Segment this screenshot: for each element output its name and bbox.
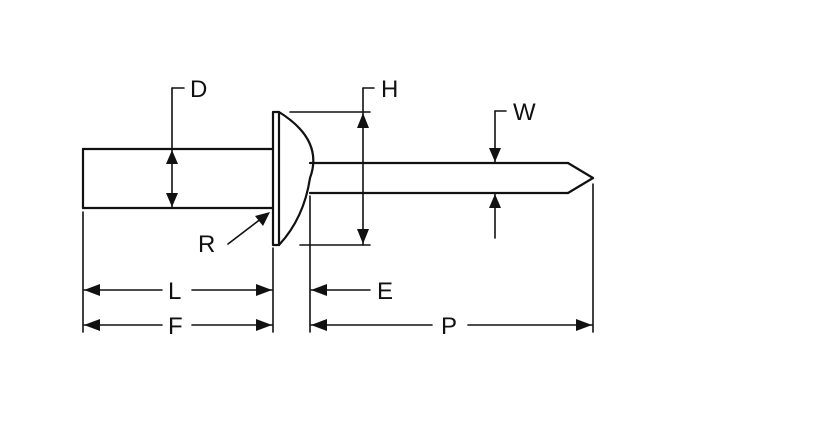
- rivet-dome-head: [277, 110, 315, 247]
- dimension-d: D: [166, 76, 207, 209]
- label-l: L: [168, 278, 181, 305]
- label-f: F: [168, 313, 183, 340]
- dimension-w: W: [489, 99, 536, 239]
- dimension-p: P: [310, 313, 593, 340]
- label-h: H: [381, 76, 398, 103]
- rivet-flange: [271, 110, 281, 247]
- dimension-f: F: [83, 313, 273, 340]
- mandrel: [308, 161, 595, 195]
- extension-lines: [82, 183, 594, 333]
- dimension-e: E: [310, 278, 393, 305]
- dimension-h: H: [289, 76, 398, 246]
- label-e: E: [377, 278, 393, 305]
- dimension-r: R: [198, 212, 270, 258]
- dimension-l: L: [83, 278, 273, 305]
- rivet-shank: [81, 147, 274, 210]
- label-r: R: [198, 231, 215, 258]
- label-d: D: [190, 76, 207, 103]
- label-p: P: [441, 313, 457, 340]
- label-w: W: [513, 99, 536, 126]
